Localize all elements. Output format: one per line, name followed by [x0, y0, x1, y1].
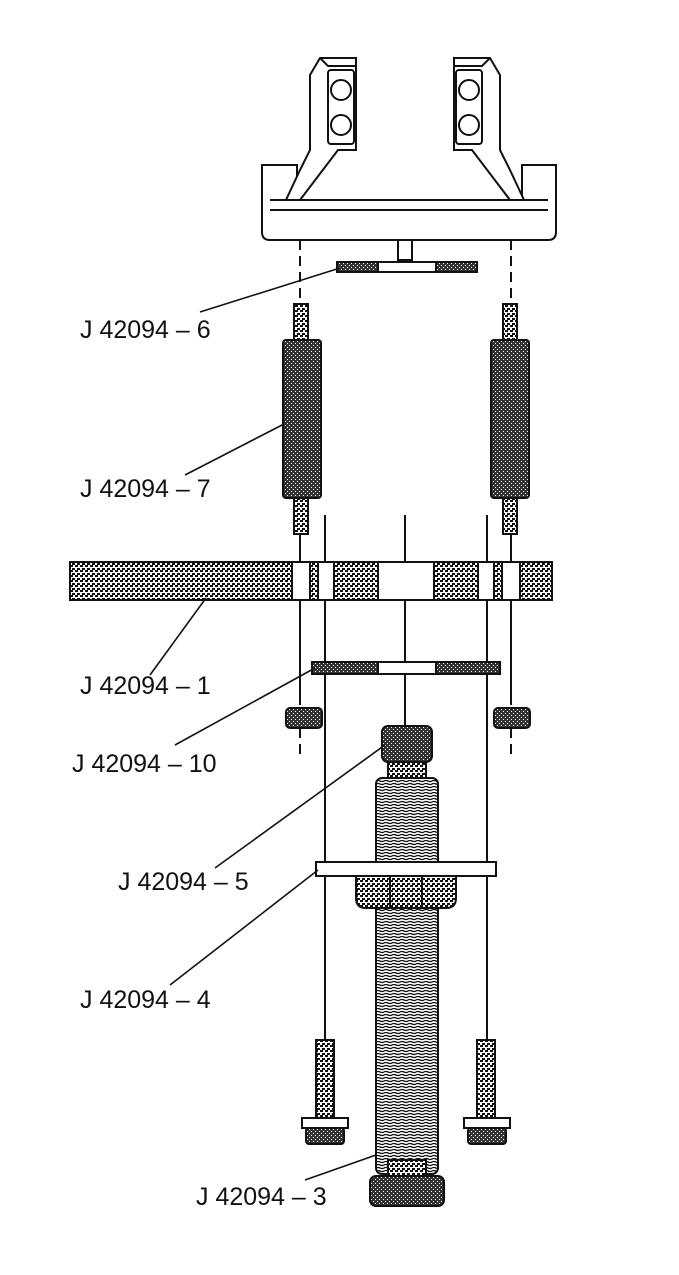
leader-4	[169, 869, 319, 986]
adapter-bracket	[261, 57, 557, 261]
label-j42094-4: J 42094 – 4	[80, 986, 211, 1014]
washer-nut-4	[315, 861, 497, 909]
leader-10	[174, 667, 316, 746]
leader-5	[214, 744, 386, 869]
label-j42094-10: J 42094 – 10	[72, 750, 217, 778]
stud-spacer-left	[282, 303, 322, 535]
nut-left	[285, 707, 323, 729]
washer-6	[336, 261, 478, 273]
leader-6	[199, 267, 341, 313]
bolt-left	[301, 1039, 349, 1145]
label-j42094-3: J 42094 – 3	[196, 1183, 327, 1211]
label-j42094-5: J 42094 – 5	[118, 868, 249, 896]
bearing-5	[381, 725, 433, 779]
plate-1	[69, 561, 553, 601]
washer-plate-10	[311, 661, 501, 675]
label-j42094-6: J 42094 – 6	[80, 316, 211, 344]
leader-1	[149, 597, 207, 676]
leader-lines	[149, 267, 386, 1181]
leader-3	[304, 1154, 377, 1181]
bolt-right	[463, 1039, 511, 1145]
leader-7	[184, 423, 285, 476]
nut-right	[493, 707, 531, 729]
forcing-screw-3	[369, 777, 445, 1207]
label-j42094-7: J 42094 – 7	[80, 475, 211, 503]
label-j42094-1: J 42094 – 1	[80, 672, 211, 700]
stud-spacer-right	[490, 303, 530, 535]
